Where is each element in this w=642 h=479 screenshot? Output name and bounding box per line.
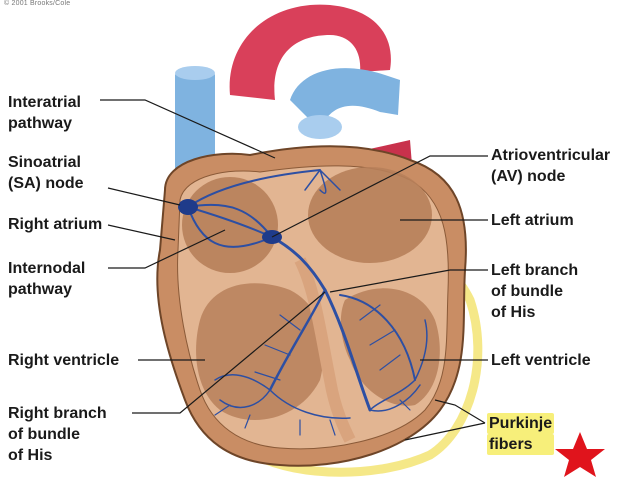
- label-left-ventricle: Left ventricle: [491, 352, 591, 369]
- copyright-notice: © 2001 Brooks/Cole: [4, 0, 71, 7]
- leader-lines: [100, 99, 488, 441]
- pulmonary-artery: [290, 68, 400, 130]
- left-atrium-chamber: [308, 167, 432, 263]
- pulmonary-artery-opening: [298, 115, 342, 139]
- label-sinoatrial-node: Sinoatrial(SA) node: [8, 154, 84, 192]
- sa-node: [178, 199, 198, 215]
- star-icon: [555, 432, 605, 477]
- label-right-atrium: Right atrium: [8, 216, 103, 233]
- label-right-ventricle: Right ventricle: [8, 352, 120, 369]
- septum: [294, 257, 356, 443]
- vena-cava-opening: [175, 66, 215, 80]
- label-left-atrium: Left atrium: [491, 212, 574, 229]
- right-atrium-chamber: [182, 177, 278, 273]
- right-ventricle-chamber: [196, 283, 324, 420]
- aorta: [229, 4, 391, 100]
- label-purkinje-fibers: Purkinje fibers: [487, 413, 555, 455]
- label-av-node: Atrioventricular(AV) node: [491, 147, 611, 185]
